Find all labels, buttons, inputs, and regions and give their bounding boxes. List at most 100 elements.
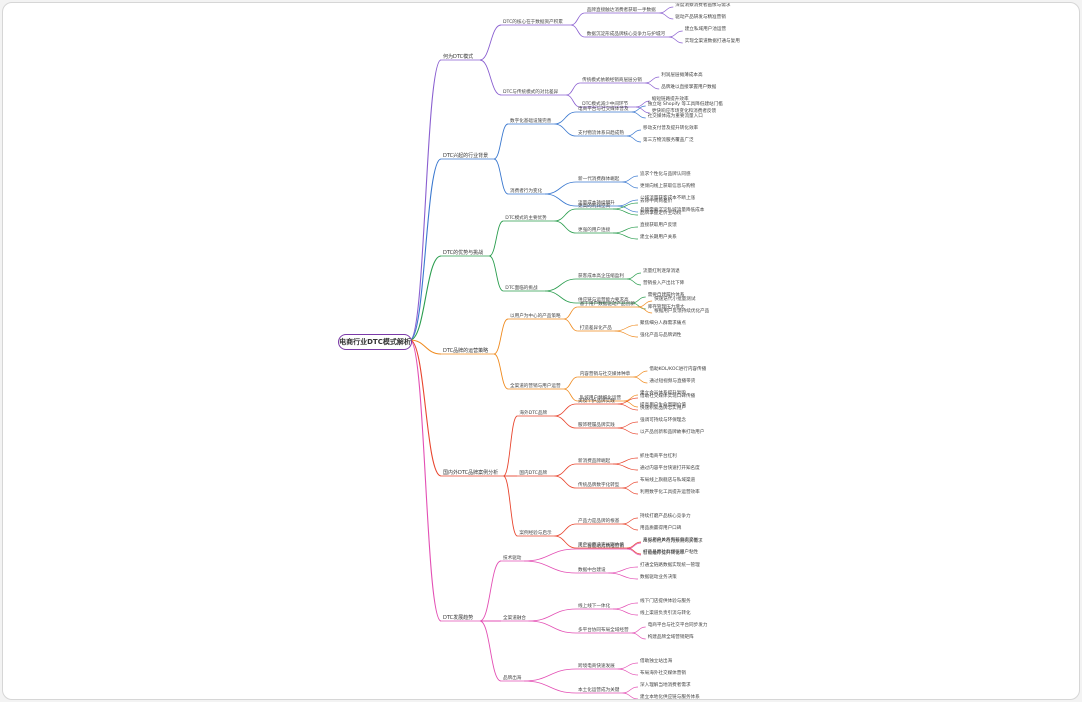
leaf-label[interactable]: 布局线上旗舰店与私域渠道 (640, 476, 696, 483)
leaf-label[interactable]: 通过内容平台快速打开知名度 (640, 464, 700, 471)
subtopic-label[interactable]: 本土化运营成为关键 (578, 686, 620, 693)
subtopic-label[interactable]: 传统模式依赖经销商层层分销 (582, 76, 642, 83)
subtopic-label[interactable]: DTC模式减少中间环节 (582, 100, 628, 107)
subtopic-label[interactable]: 服饰鞋履品牌实践 (578, 421, 615, 428)
subtopic-label[interactable]: 更强的用户连接 (578, 226, 611, 233)
topic-label[interactable]: 品牌出海 (503, 674, 522, 681)
leaf-label[interactable]: 更倾向线上获取信息与购物 (640, 182, 696, 189)
leaf-label[interactable]: 持续打磨产品核心竞争力 (640, 512, 691, 519)
subtopic-label[interactable]: 数据沉淀形成品牌核心竞争力与护城河 (587, 30, 666, 37)
branch-label[interactable]: 何为DTC模式 (443, 53, 473, 60)
leaf-label[interactable]: 强化产品与品牌调性 (640, 331, 682, 338)
root-node[interactable]: 电商行业DTC模式解析 (338, 334, 412, 350)
subtopic-label[interactable]: 支付物流体系日趋成熟 (578, 129, 624, 136)
leaf-label[interactable]: 强调可持续与环保理念 (640, 416, 686, 423)
leaf-label[interactable]: 利用数字化工具提升运营效率 (640, 488, 700, 495)
leaf-label[interactable]: 布局海外社交媒体营销 (640, 669, 686, 676)
leaf-label[interactable]: 营销投入产出比下降 (643, 279, 685, 286)
subtopic-label[interactable]: 获客成本高企压缩盈利 (578, 272, 624, 279)
leaf-label[interactable]: 公域流量获客成本不断上涨 (640, 194, 696, 201)
leaf-label[interactable]: 移动支付普及提升转化效率 (643, 124, 699, 131)
leaf-label[interactable]: 追求个性化与品牌认同感 (640, 170, 691, 177)
branch-label[interactable]: DTC兴起的行业背景 (443, 152, 488, 159)
subtopic-label[interactable]: 人工智能助力精准营销 (578, 542, 624, 549)
leaf-label[interactable]: 以产品创新和品牌故事打动用户 (640, 428, 704, 435)
leaf-label[interactable]: 抓住电商平台红利 (640, 452, 677, 459)
leaf-label[interactable]: 深度洞察消费者画像与需求 (675, 3, 731, 8)
subtopic-label[interactable]: 数据中台建设 (578, 566, 606, 573)
leaf-label[interactable]: AI分析用户行为预测购买需求 (643, 537, 703, 544)
topic-label[interactable]: 以用户为中心的产品策略 (510, 312, 561, 319)
branch-label[interactable]: 国内外DTC品牌案例分析 (443, 469, 498, 476)
leaf-label[interactable]: 缩短链路提升效率 (652, 95, 689, 102)
leaf-label[interactable]: 流量红利逐渐消退 (643, 267, 680, 274)
subtopic-label[interactable]: 传统品牌数字化转型 (578, 481, 620, 488)
subtopic-label[interactable]: 线上线下一体化 (578, 602, 611, 609)
leaf-label[interactable]: 建立私域用户池运营 (685, 25, 727, 32)
leaf-label[interactable]: 实现全渠道数据打通与复用 (685, 37, 741, 44)
topic-label[interactable]: 全渠道融合 (503, 614, 526, 621)
subtopic-label[interactable]: 跨境电商快速发展 (578, 662, 615, 669)
leaf-label[interactable]: 直接获取用户反馈 (640, 221, 677, 228)
subtopic-label[interactable]: 私域用户精细化运营 (580, 394, 622, 401)
subtopic-label[interactable]: 产品力是品牌的根基 (578, 517, 620, 524)
leaf-label[interactable]: 建立长期用户关系 (640, 233, 677, 240)
subtopic-label[interactable]: 美妆个护品牌实践 (578, 397, 615, 404)
leaf-label[interactable]: 用品质赢得用户口碑 (640, 524, 682, 531)
topic-label[interactable]: 消费者行为变化 (510, 187, 543, 194)
branch-label[interactable]: DTC的优势与挑战 (443, 249, 483, 256)
leaf-label[interactable]: 根据用户反馈持续优化产品 (654, 307, 710, 314)
subtopic-label[interactable]: 更高的利润空间 (578, 202, 611, 209)
topic-label[interactable]: DTC模式的主要优势 (505, 214, 547, 221)
leaf-label[interactable]: 通过短视频与直播带货 (649, 377, 695, 384)
topic-label[interactable]: 案例经验与启示 (519, 529, 552, 536)
leaf-label[interactable]: 快速积累品牌忠实用户 (640, 404, 686, 411)
subtopic-label[interactable]: 用户运营决定长期价值 (578, 541, 624, 548)
leaf-label[interactable]: 构建品牌全域营销矩阵 (648, 633, 694, 640)
leaf-label[interactable]: 品牌难以直接掌握用户数据 (661, 83, 717, 90)
topic-label[interactable]: DTC的核心在于数据资产积累 (503, 18, 563, 25)
leaf-label[interactable]: 库存管理压力增大 (648, 303, 685, 310)
topic-label[interactable]: 全渠道的营销与用户运营 (510, 382, 561, 389)
leaf-label[interactable]: 去除中间商差价 (640, 197, 673, 204)
topic-label[interactable]: DTC面临的挑战 (505, 284, 538, 291)
leaf-label[interactable]: 智能推荐提升转化率 (643, 549, 685, 556)
topic-label[interactable]: 技术驱动 (503, 554, 522, 561)
leaf-label[interactable]: 利润层层摊薄成本高 (661, 71, 703, 78)
subtopic-label[interactable]: 流量成本持续攀升 (578, 199, 615, 206)
topic-label[interactable]: 数字化基础设施完善 (510, 117, 552, 124)
branch-label[interactable]: DTC发展趋势 (443, 614, 473, 621)
subtopic-label[interactable]: 多平台协同布局全域经营 (578, 626, 629, 633)
leaf-label[interactable]: 打通全链路数据实现统一管理 (640, 561, 700, 568)
leaf-label[interactable]: 数据驱动业务决策 (640, 573, 677, 580)
leaf-label[interactable]: 重视用户关系而非单次交易 (643, 536, 699, 543)
subtopic-label[interactable]: 供应链与运营能力要求高 (578, 296, 629, 303)
subtopic-label[interactable]: 新消费品牌崛起 (578, 457, 611, 464)
branch-label[interactable]: DTC品牌的运营策略 (443, 347, 488, 354)
leaf-label[interactable]: 打造品牌社群增强用户粘性 (643, 548, 699, 555)
leaf-label[interactable]: 第三方物流服务覆盖广泛 (643, 136, 694, 143)
subtopic-label[interactable]: 内容营销与社交媒体种草 (580, 370, 631, 377)
topic-label[interactable]: 海外DTC品牌 (519, 409, 547, 416)
subtopic-label[interactable]: 电商平台与社交媒体普及 (578, 105, 629, 112)
topic-label[interactable]: 国内DTC品牌 (519, 469, 547, 476)
leaf-label[interactable]: 提高用户生命周期价值 (640, 401, 686, 408)
leaf-label[interactable]: 建立会员体系提升复购 (640, 389, 686, 396)
leaf-label[interactable]: 需要自建履约体系 (648, 291, 685, 298)
leaf-label[interactable]: 驱动产品研发与精准营销 (675, 13, 726, 20)
leaf-label[interactable]: 品牌掌握定价主动权 (640, 209, 682, 216)
subtopic-label[interactable]: 基于用户数据驱动产品创新 (580, 300, 636, 307)
subtopic-label[interactable]: 打造差异化产品 (580, 324, 613, 331)
leaf-label[interactable]: 线下门店提供体验与服务 (640, 597, 691, 604)
leaf-label[interactable]: 深入理解当地消费者需求 (640, 681, 691, 688)
leaf-label[interactable]: 聚焦细分人群需求痛点 (640, 319, 686, 326)
leaf-label[interactable]: 独立站 Shopify 等工具降低建站门槛 (648, 100, 724, 107)
leaf-label[interactable]: 线上渠道负责引流与转化 (640, 609, 691, 616)
leaf-label[interactable]: 建立本地化供应链与服务体系 (640, 693, 700, 699)
subtopic-label[interactable]: 新一代消费群体崛起 (578, 175, 620, 182)
subtopic-label[interactable]: 品牌直接触达消费者获取一手数据 (587, 6, 656, 13)
leaf-label[interactable]: 借助KOL/KOC进行内容传播 (649, 365, 706, 372)
leaf-label[interactable]: 快速迭代小批量测试 (654, 295, 696, 302)
leaf-label[interactable]: 更快响应市场变化和消费者反馈 (652, 107, 717, 114)
leaf-label[interactable]: 借助社交媒体实现口碑传播 (640, 392, 696, 399)
